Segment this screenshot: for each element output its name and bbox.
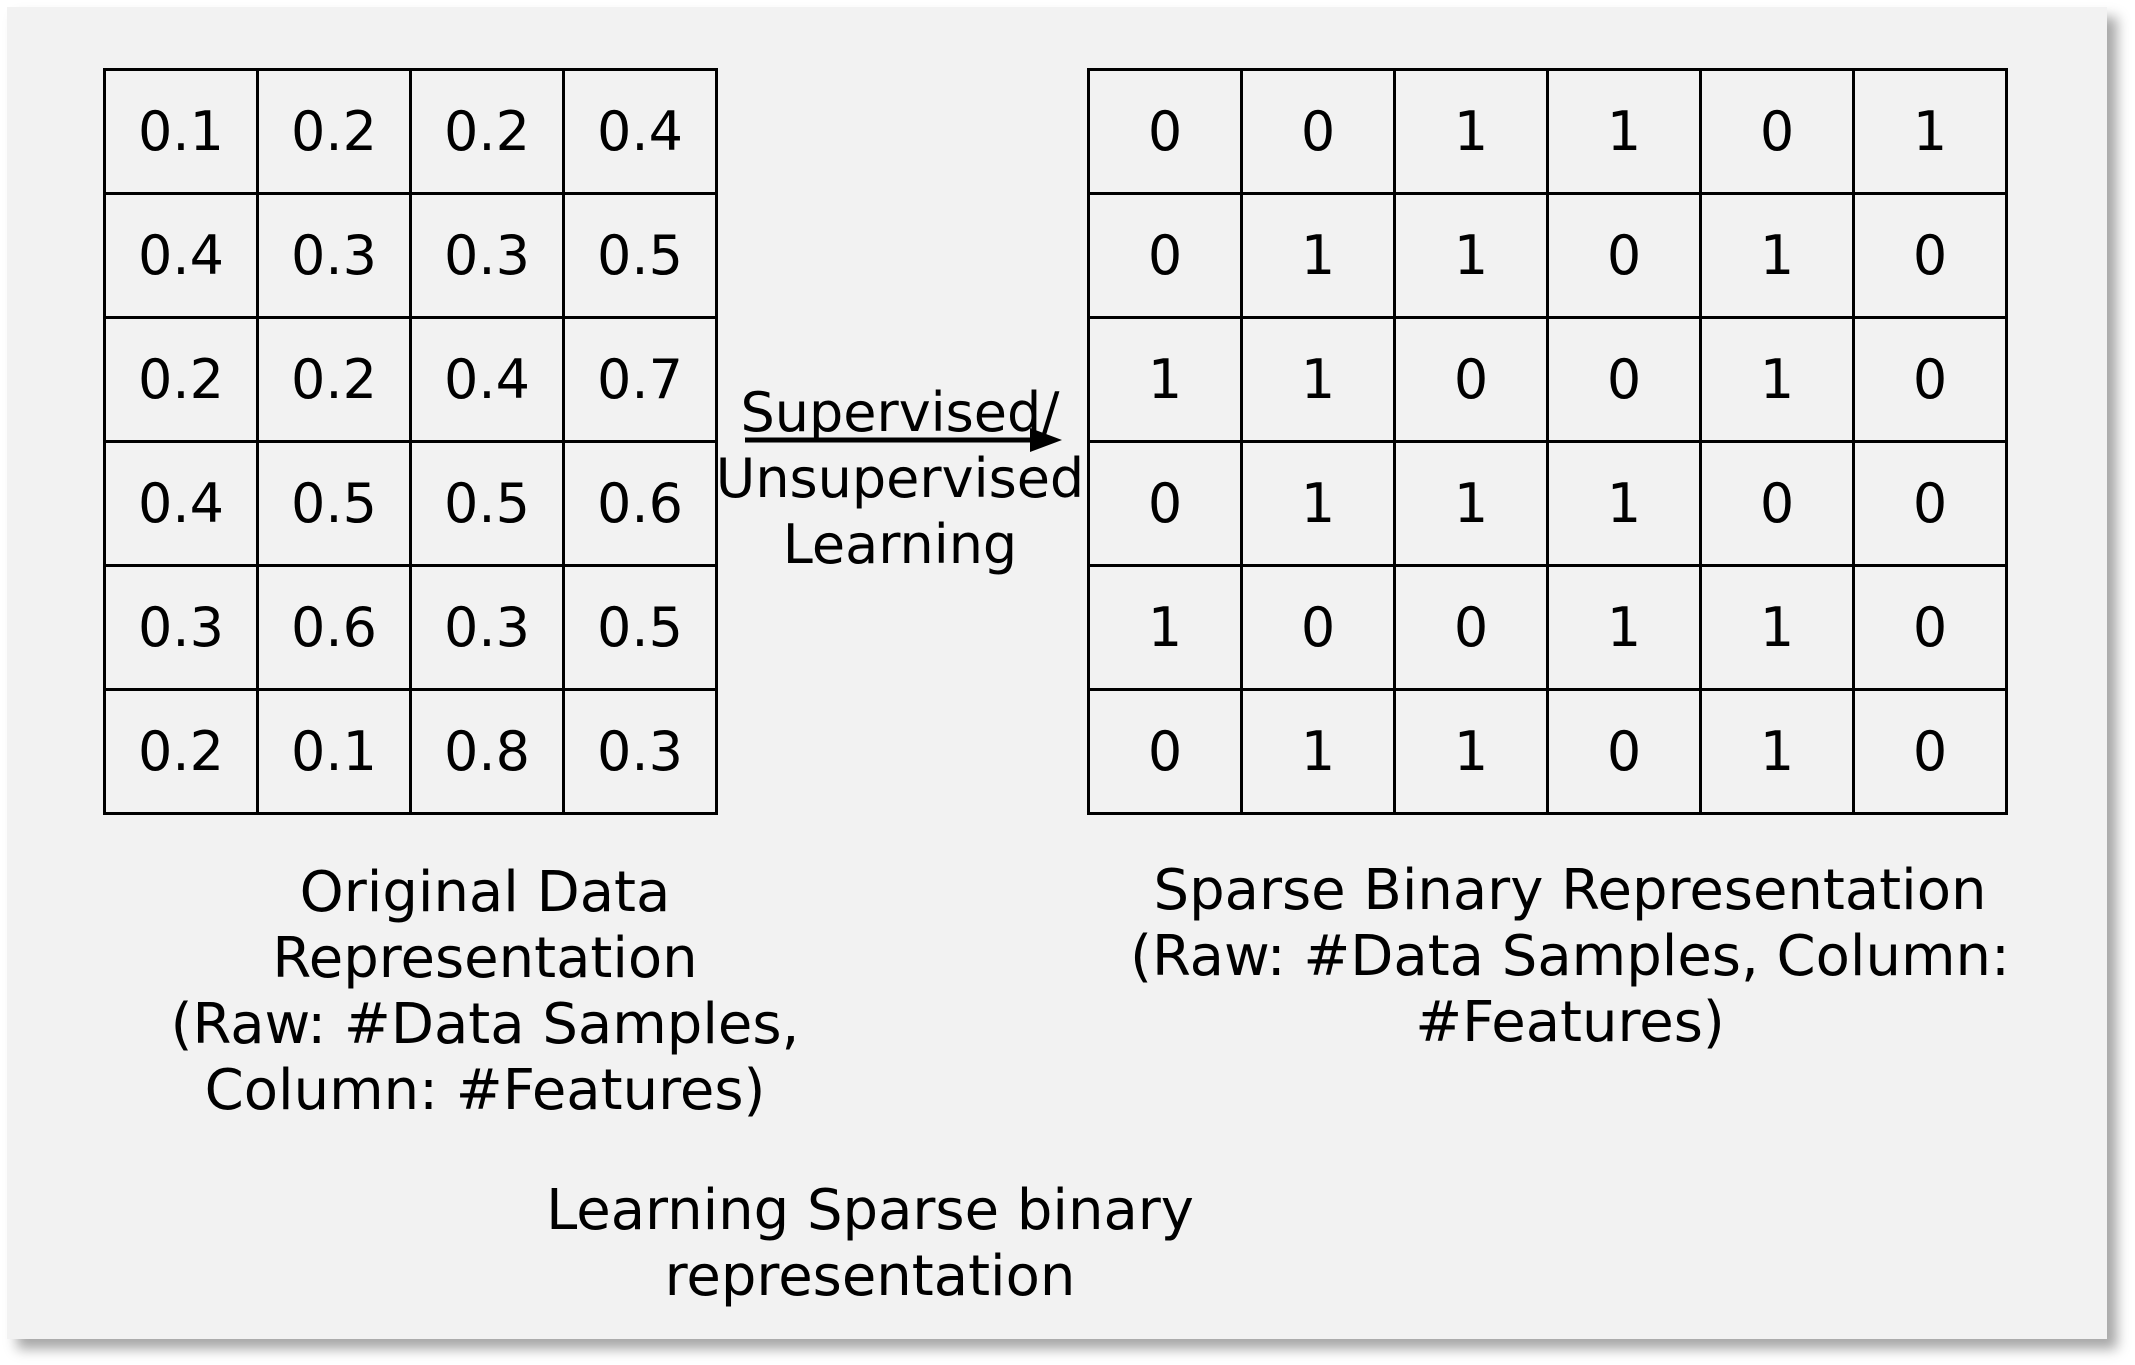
arrow-label: Supervised/ Unsupervised Learning	[715, 381, 1085, 576]
original-matrix-cell: 0.3	[409, 192, 565, 319]
sparse-matrix-cell: 1	[1393, 440, 1549, 567]
original-matrix-cell: 0.2	[103, 316, 259, 443]
sparse-matrix-cell: 0	[1546, 316, 1702, 443]
sparse-matrix-cell: 1	[1546, 564, 1702, 691]
sparse-matrix-cell: 0	[1546, 192, 1702, 319]
original-matrix-cell: 0.6	[562, 440, 718, 567]
original-matrix-cell: 0.5	[562, 192, 718, 319]
original-matrix-cell: 0.3	[256, 192, 412, 319]
sparse-matrix-cell: 0	[1393, 564, 1549, 691]
sparse-matrix-cell: 0	[1852, 192, 2008, 319]
original-matrix-cell: 0.4	[103, 440, 259, 567]
original-matrix-cell: 0.8	[409, 688, 565, 815]
sparse-matrix-cell: 1	[1240, 192, 1396, 319]
figure-caption: Learning Sparse binary representation	[546, 1178, 1194, 1309]
sparse-matrix-cell: 0	[1240, 68, 1396, 195]
sparse-matrix-cell: 1	[1087, 316, 1243, 443]
sparse-matrix-cell: 1	[1240, 316, 1396, 443]
sparse-matrix-cell: 1	[1240, 688, 1396, 815]
sparse-matrix-cell: 1	[1240, 440, 1396, 567]
arrow-right-icon	[745, 428, 1062, 452]
original-matrix-cell: 0.2	[256, 68, 412, 195]
sparse-matrix-cell: 0	[1699, 68, 1855, 195]
sparse-matrix-cell: 1	[1393, 192, 1549, 319]
original-matrix-cell: 0.2	[409, 68, 565, 195]
original-matrix-cell: 0.5	[256, 440, 412, 567]
sparse-matrix-cell: 0	[1852, 316, 2008, 443]
original-matrix-cell: 0.4	[562, 68, 718, 195]
original-matrix-cell: 0.4	[103, 192, 259, 319]
sparse-matrix-cell: 0	[1240, 564, 1396, 691]
original-matrix-cell: 0.5	[409, 440, 565, 567]
sparse-matrix-cell: 1	[1852, 68, 2008, 195]
sparse-matrix-cell: 0	[1087, 192, 1243, 319]
original-matrix-cell: 0.5	[562, 564, 718, 691]
sparse-binary-caption: Sparse Binary Representation (Raw: #Data…	[1130, 858, 2010, 1055]
sparse-matrix-cell: 0	[1852, 440, 2008, 567]
original-data-caption: Original Data Representation (Raw: #Data…	[170, 860, 800, 1123]
sparse-matrix-cell: 1	[1087, 564, 1243, 691]
original-matrix-cell: 0.4	[409, 316, 565, 443]
original-matrix-cell: 0.2	[256, 316, 412, 443]
sparse-matrix-cell: 0	[1087, 68, 1243, 195]
original-matrix-cell: 0.3	[562, 688, 718, 815]
sparse-matrix-cell: 1	[1546, 68, 1702, 195]
sparse-matrix-cell: 1	[1699, 192, 1855, 319]
sparse-matrix-cell: 0	[1087, 440, 1243, 567]
sparse-matrix-cell: 0	[1852, 564, 2008, 691]
sparse-matrix-cell: 0	[1087, 688, 1243, 815]
sparse-matrix-cell: 1	[1546, 440, 1702, 567]
sparse-matrix-cell: 0	[1393, 316, 1549, 443]
sparse-matrix-cell: 1	[1393, 68, 1549, 195]
original-matrix-cell: 0.6	[256, 564, 412, 691]
original-matrix-cell: 0.7	[562, 316, 718, 443]
sparse-matrix-cell: 1	[1699, 564, 1855, 691]
original-matrix-cell: 0.1	[103, 68, 259, 195]
original-matrix-cell: 0.2	[103, 688, 259, 815]
sparse-matrix-cell: 0	[1699, 440, 1855, 567]
original-matrix-cell: 0.3	[103, 564, 259, 691]
sparse-matrix-cell: 1	[1699, 688, 1855, 815]
sparse-matrix-cell: 1	[1393, 688, 1549, 815]
sparse-matrix-cell: 0	[1546, 688, 1702, 815]
sparse-matrix-cell: 1	[1699, 316, 1855, 443]
sparse-matrix-cell: 0	[1852, 688, 2008, 815]
original-matrix-cell: 0.1	[256, 688, 412, 815]
original-matrix-cell: 0.3	[409, 564, 565, 691]
